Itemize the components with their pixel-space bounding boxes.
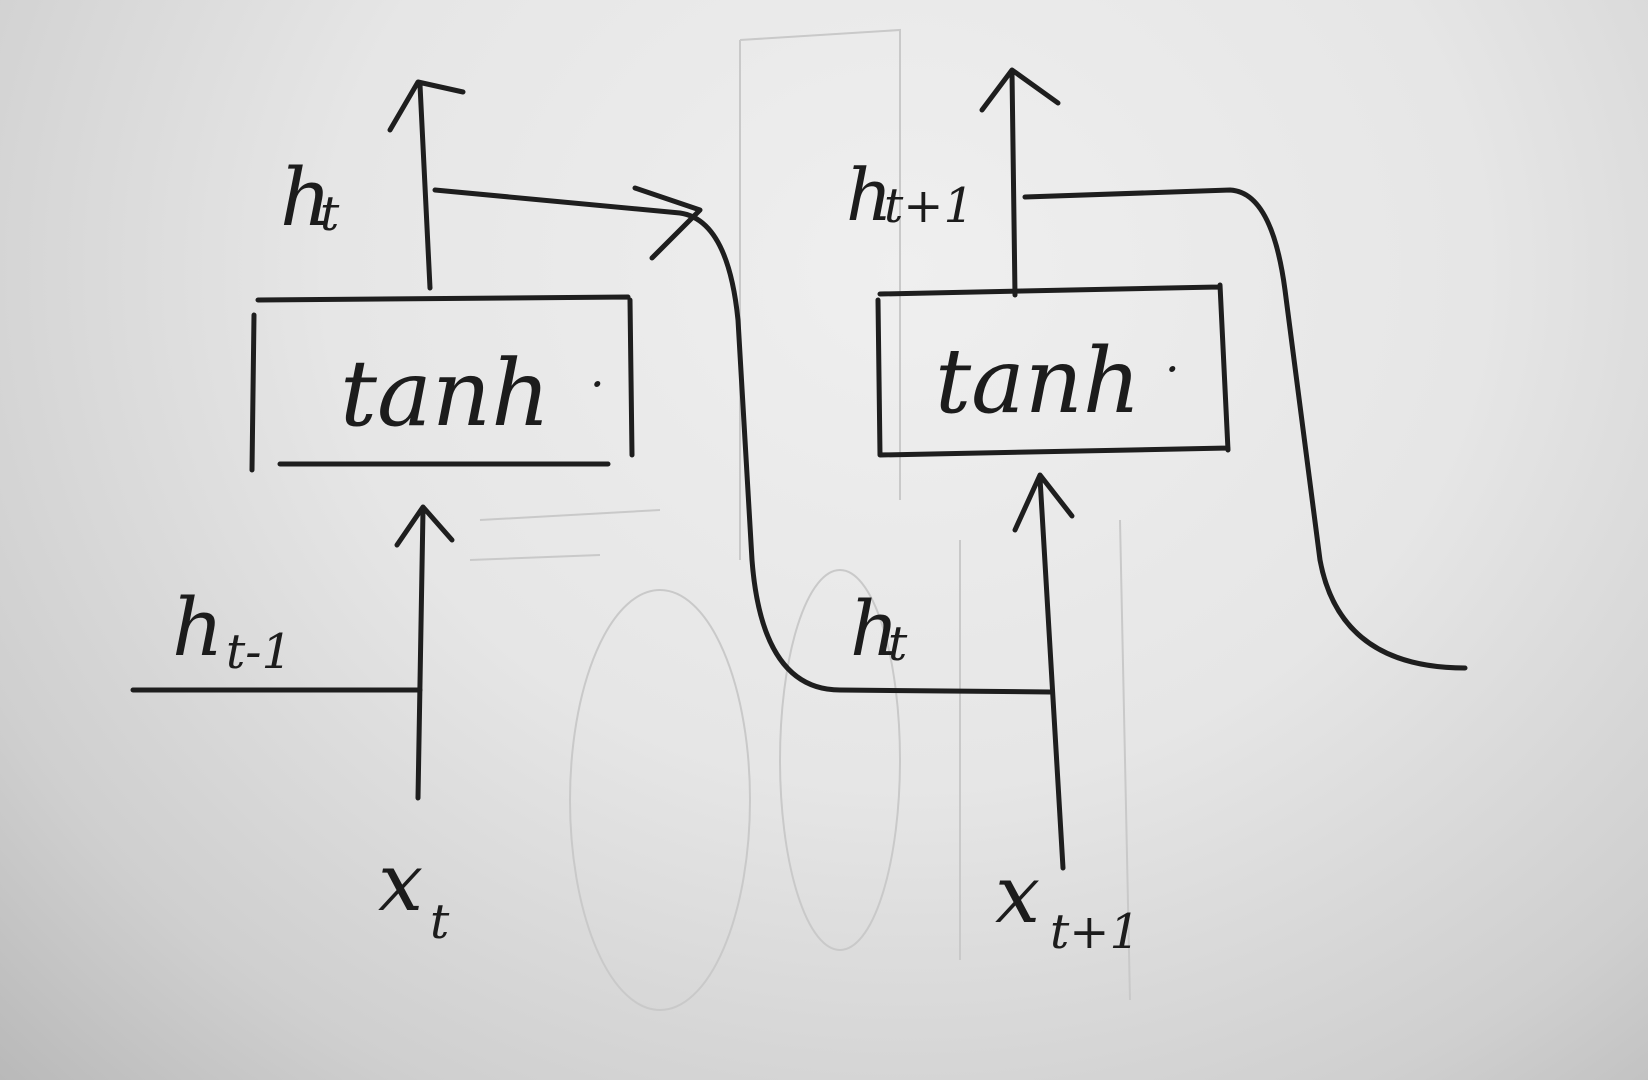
rnn-cell-2: tanh · h t+1 x t+1 h t: [846, 67, 1231, 960]
background-show-through: [469, 28, 1131, 1011]
cell-2-output-arrow: [979, 67, 1061, 298]
cell-2-hidden-in-label: h: [850, 584, 899, 673]
cell-1-box: [249, 294, 635, 473]
cell-1-output-subscript: t: [320, 186, 340, 242]
cell-1-box-dot: ·: [590, 357, 605, 411]
cell-2-box-dot: ·: [1165, 342, 1180, 396]
recurrent-connection-2: [1022, 187, 1468, 671]
recurrent-connection-1: [432, 187, 1053, 695]
rnn-cell-1: tanh · h t x t h t-1: [130, 79, 635, 950]
cell-1-hidden-in-label: h: [172, 581, 224, 674]
cell-1-output-label: h: [280, 151, 332, 244]
cell-2-hidden-in-subscript: t: [888, 616, 908, 672]
cell-2-output-label: h: [846, 153, 892, 237]
cell-2-box: [875, 282, 1231, 458]
recurrent-connection-1-arrowhead: [632, 185, 703, 261]
cell-2-input-subscript: t+1: [1050, 904, 1140, 960]
cell-2-input-arrow: [1012, 472, 1075, 871]
cell-2-input-label: x: [995, 848, 1040, 941]
cell-1-tanh-label: tanh: [340, 340, 550, 447]
cell-1-input-arrow: [394, 504, 455, 801]
cell-1-hidden-in-subscript: t-1: [226, 624, 292, 680]
cell-1-input-subscript: t: [430, 894, 450, 950]
cell-2-output-subscript: t+1: [884, 178, 974, 234]
cell-1-input-label: x: [378, 836, 423, 929]
cell-2-tanh-label: tanh: [935, 329, 1141, 434]
cell-1-output-arrow: [387, 79, 466, 291]
